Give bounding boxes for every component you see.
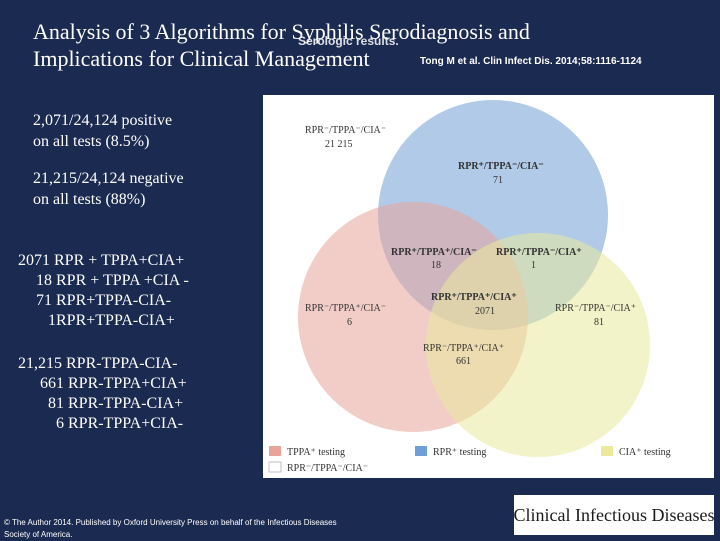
breakdown-line: 6 RPR-TPPA+CIA- [56, 415, 184, 432]
region-rpr-tppa-count: 18 [431, 260, 441, 271]
legend-cia-swatch [601, 446, 613, 456]
footer-line-2: Society of America. [4, 530, 73, 539]
region-cia-only-label: RPR⁻/TPPA⁻/CIA⁺ [555, 303, 636, 314]
venn-diagram: RPR⁻/TPPA⁻/CIA⁻ 21 215 RPR⁺/TPPA⁻/CIA⁻ 7… [268, 100, 671, 474]
negative-breakdown: 21,215 RPR-TPPA-CIA- 661 RPR-TPPA+CIA+ 8… [18, 354, 187, 434]
legend-rpr-label: RPR⁺ testing [433, 447, 486, 458]
legend-tppa-label: TPPA⁺ testing [287, 447, 345, 458]
breakdown-line: 21,215 RPR-TPPA-CIA- [18, 355, 178, 372]
legend-cia-label: CIA⁺ testing [619, 447, 671, 458]
breakdown-line: 18 RPR + TPPA +CIA - [36, 272, 189, 289]
region-rpr-cia-count: 1 [531, 260, 536, 271]
citation: Tong M et al. Clin Infect Dis. 2014;58:1… [420, 56, 642, 67]
region-rpr-cia-label: RPR⁺/TPPA⁻/CIA⁺ [496, 247, 582, 258]
copyright-footer: © The Author 2014. Published by Oxford U… [4, 517, 337, 541]
region-cia-only-count: 81 [594, 317, 604, 328]
region-rpr-only-count: 71 [493, 175, 503, 186]
legend-rpr-swatch [415, 446, 427, 456]
breakdown-line: 81 RPR-TPPA-CIA+ [48, 395, 184, 412]
breakdown-line: 71 RPR+TPPA-CIA- [36, 292, 172, 309]
footer-line-1: © The Author 2014. Published by Oxford U… [4, 518, 337, 527]
region-rpr-only-label: RPR⁺/TPPA⁻/CIA⁻ [458, 161, 544, 172]
region-tppa-only-count: 6 [347, 317, 352, 328]
breakdown-line: 2071 RPR + TPPA+CIA+ [18, 252, 185, 269]
slide-title: Analysis of 3 Algorithms for Syphilis Se… [33, 18, 530, 72]
region-all-positive-label: RPR⁺/TPPA⁺/CIA⁺ [431, 292, 517, 303]
breakdown-line: 1RPR+TPPA-CIA+ [48, 312, 175, 329]
title-line-1: Analysis of 3 Algorithms for Syphilis Se… [33, 19, 530, 44]
legend-negative-swatch [268, 461, 282, 473]
legend-tppa-swatch [269, 446, 281, 456]
all-negative-count: 21 215 [325, 139, 353, 150]
region-all-positive-count: 2071 [475, 306, 495, 317]
negative-stat: 21,215/24,124 negative on all tests (88%… [33, 168, 184, 210]
positive-stat-line-1: 2,071/24,124 positive [33, 112, 173, 129]
positive-stat: 2,071/24,124 positive on all tests (8.5%… [33, 110, 172, 152]
breakdown-line: 661 RPR-TPPA+CIA+ [40, 375, 187, 392]
region-tppa-only-label: RPR⁻/TPPA⁺/CIA⁻ [305, 303, 386, 314]
negative-stat-line-2: on all tests (88%) [33, 191, 146, 208]
positive-breakdown: 2071 RPR + TPPA+CIA+ 18 RPR + TPPA +CIA … [18, 251, 189, 331]
cia-circle [426, 233, 650, 457]
figure-caption-overlap: Serologic results. [298, 34, 399, 48]
region-tppa-cia-label: RPR⁻/TPPA⁺/CIA⁺ [423, 343, 504, 354]
title-line-2: Implications for Clinical Management [33, 46, 370, 71]
legend-negative-label: RPR⁻/TPPA⁻/CIA⁻ [287, 463, 368, 474]
all-negative-label: RPR⁻/TPPA⁻/CIA⁻ [305, 125, 386, 136]
negative-stat-line-1: 21,215/24,124 negative [33, 170, 184, 187]
journal-logo: Clinical Infectious Diseases [514, 495, 714, 535]
region-tppa-cia-count: 661 [456, 356, 471, 367]
region-rpr-tppa-label: RPR⁺/TPPA⁺/CIA⁻ [391, 247, 477, 258]
venn-figure: RPR⁻/TPPA⁻/CIA⁻ 21 215 RPR⁺/TPPA⁻/CIA⁻ 7… [263, 95, 714, 478]
positive-stat-line-2: on all tests (8.5%) [33, 133, 150, 150]
